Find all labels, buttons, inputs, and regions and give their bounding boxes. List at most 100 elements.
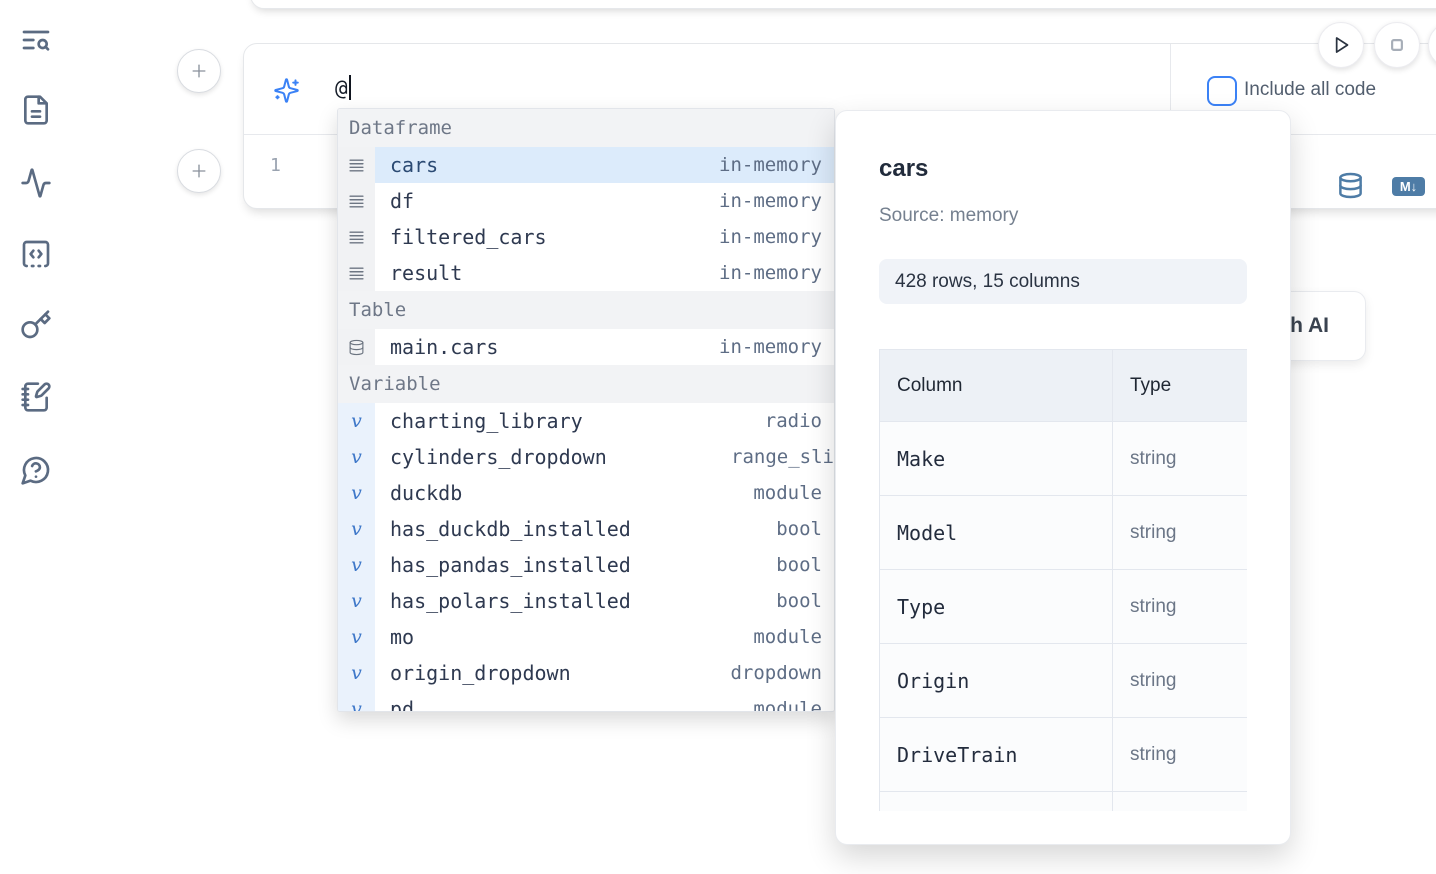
activity-icon[interactable] [20,167,52,199]
preview-title: cars [879,155,929,182]
autocomplete-item-gutter: v [338,147,375,183]
column-name-cell [879,791,1113,811]
autocomplete-item-name: result [390,261,463,285]
sparkles-icon [273,77,300,104]
autocomplete-item-gutter: v [338,655,375,691]
autocomplete-section-header: Table [338,291,834,329]
autocomplete-item[interactable]: v has_pandas_installed bool [338,547,834,583]
autocomplete-item-type: module [753,626,822,648]
autocomplete-item-name: main.cars [390,335,499,359]
variable-icon: v [351,409,362,432]
run-cell-button[interactable] [1318,22,1364,68]
include-all-code-label: Include all code [1244,79,1377,100]
stop-button[interactable] [1374,22,1420,68]
autocomplete-item[interactable]: v pd module [338,691,834,712]
autocomplete-item-gutter: v [338,475,375,511]
table-row: Type string [879,569,1247,644]
variable-icon: v [351,481,362,504]
stop-icon [1391,39,1403,51]
table-row: Model string [879,495,1247,570]
preview-table-wrap: Column Type Make string Model string Typ… [879,349,1247,811]
notebook-pen-icon[interactable] [20,381,52,413]
autocomplete-item-name: cars [390,153,439,177]
add-cell-below-button[interactable] [177,149,221,193]
autocomplete-item-gutter: v [338,329,375,365]
variable-icon: v [351,553,362,576]
autocomplete-item[interactable]: v cars in-memory [338,147,834,183]
text-search-icon[interactable] [20,24,52,56]
autocomplete-item[interactable]: v mo module [338,619,834,655]
autocomplete-item-type: bool [776,590,822,612]
autocomplete-item[interactable]: v charting_library radio [338,403,834,439]
autocomplete-item[interactable]: v result in-memory [338,255,834,291]
autocomplete-item[interactable]: v df in-memory [338,183,834,219]
key-icon[interactable] [20,309,52,341]
autocomplete-item-type: module [753,698,822,712]
autocomplete-item-gutter: v [338,403,375,439]
autocomplete-item-type: bool [776,554,822,576]
autocomplete-item-type: in-memory [719,154,822,176]
autocomplete-section-header: Dataframe [338,109,834,147]
dataframe-icon [349,158,364,172]
column-type-cell: string [1112,643,1247,718]
dataframe-icon [349,194,364,208]
variable-icon: v [351,517,362,540]
autocomplete-item[interactable]: v filtered_cars in-memory [338,219,834,255]
text-caret [348,75,351,100]
variable-icon: v [351,661,362,684]
autocomplete-item[interactable]: v duckdb module [338,475,834,511]
column-type-cell: string [1112,495,1247,570]
column-name-cell: Type [879,569,1113,644]
type-header: Type [1112,349,1247,422]
column-type-cell: string [1112,421,1247,496]
code-square-icon[interactable] [20,238,52,270]
variable-icon: v [351,589,362,612]
ai-prompt-input[interactable]: @ [335,75,351,100]
autocomplete-section-header: Variable [338,365,834,403]
add-cell-above-button[interactable] [177,49,221,93]
dataframe-icon [349,230,364,244]
file-icon[interactable] [20,94,52,126]
autocomplete-item-type: bool [776,518,822,540]
variable-icon: v [351,625,362,648]
autocomplete-item-gutter: v [338,583,375,619]
include-all-code-checkbox[interactable] [1207,76,1237,106]
preview-source: Source: memory [879,205,1019,226]
markdown-icon[interactable]: M↓ [1392,177,1425,196]
dataframe-icon [349,266,364,280]
column-type-cell: string [1112,717,1247,792]
generate-ai-label: h AI [1290,314,1329,337]
autocomplete-item-gutter: v [338,439,375,475]
autocomplete-item-name: has_pandas_installed [390,553,631,577]
variable-icon: v [351,445,362,468]
autocomplete-item-type: radio [764,410,822,432]
autocomplete-item[interactable]: v cylinders_dropdown range_sli [338,439,834,475]
autocomplete-item-name: origin_dropdown [390,661,571,685]
autocomplete-item[interactable]: v origin_dropdown dropdown [338,655,834,691]
variable-icon: v [351,697,362,712]
autocomplete-item-gutter: v [338,619,375,655]
divider [1170,44,1171,134]
previous-cell-edge [250,0,1436,9]
column-name-cell: Make [879,421,1113,496]
table-row [879,791,1247,811]
preview-shape-badge: 428 rows, 15 columns [879,259,1247,304]
autocomplete-item-name: has_polars_installed [390,589,631,613]
datasource-icon[interactable] [1337,172,1364,199]
column-name-cell: DriveTrain [879,717,1113,792]
autocomplete-item[interactable]: v main.cars in-memory [338,329,834,365]
dataframe-preview-popup: cars Source: memory 428 rows, 15 columns… [835,110,1291,845]
autocomplete-item-name: pd [390,697,415,712]
autocomplete-item-gutter: v [338,183,375,219]
autocomplete-item-name: has_duckdb_installed [390,517,631,541]
column-type-cell: string [1112,569,1247,644]
help-circle-icon[interactable] [20,454,52,486]
autocomplete-item[interactable]: v has_polars_installed bool [338,583,834,619]
column-name-cell: Model [879,495,1113,570]
autocomplete-item[interactable]: v has_duckdb_installed bool [338,511,834,547]
autocomplete-item-name: duckdb [390,481,463,505]
column-header: Column [879,349,1113,422]
autocomplete-dropdown: Dataframe v cars in-memory v df in-memor… [337,108,835,712]
autocomplete-item-gutter: v [338,219,375,255]
